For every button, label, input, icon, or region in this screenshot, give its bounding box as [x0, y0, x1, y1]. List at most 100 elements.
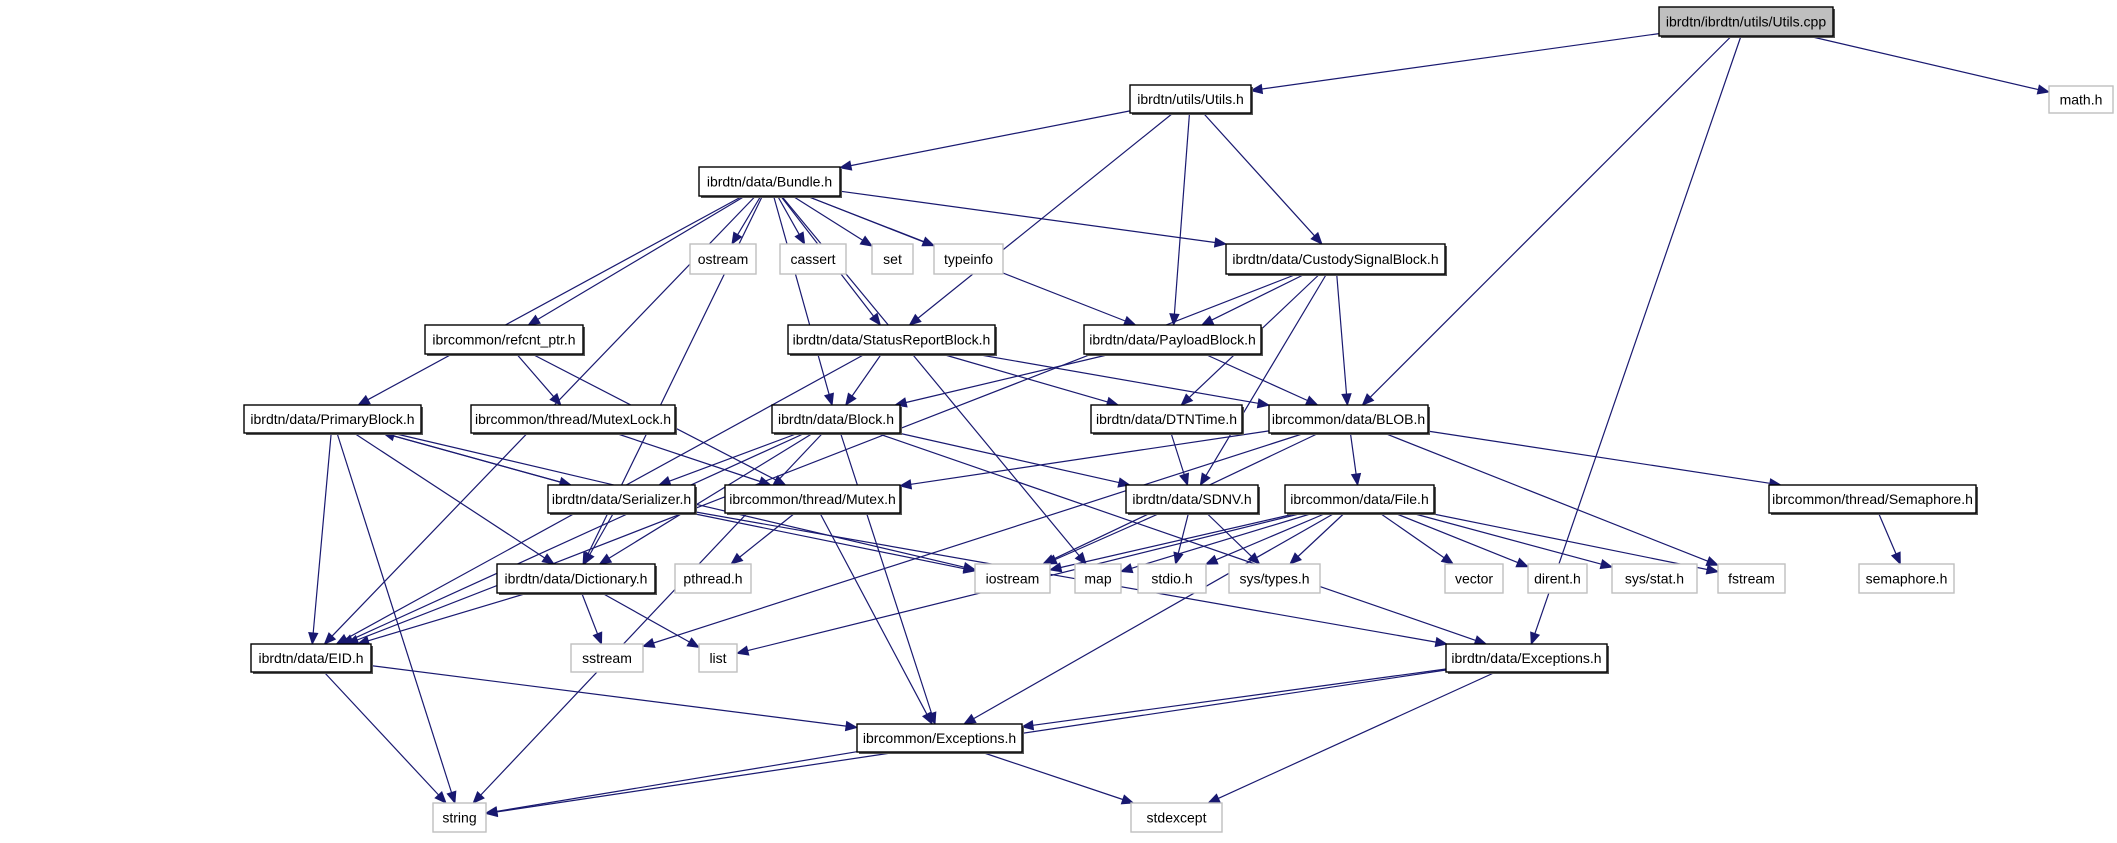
node-refcnt-h[interactable]: ibrcommon/refcnt_ptr.h: [424, 324, 585, 356]
node-systypes-h: sys/types.h: [1228, 563, 1321, 594]
edge-blob_h-to-semaphore_cls_h: [1427, 430, 1783, 489]
edge-sdnv_h-to-iostream: [1043, 512, 1161, 565]
edge-dtn_exceptions_h-to-stdexcept: [1207, 671, 1497, 804]
edge-line: [1204, 353, 1308, 402]
edge-semaphore_cls_h-to-semaphore_h: [1877, 512, 1901, 566]
node-blob-h[interactable]: ibrcommon/data/BLOB.h: [1268, 404, 1430, 435]
arrowhead-icon: [1890, 551, 1901, 566]
node-box: [2048, 85, 2114, 114]
arrowhead-icon: [323, 632, 337, 645]
edge-line: [1877, 512, 1897, 555]
edge-line: [336, 432, 453, 793]
node-stdexcept: stdexcept: [1130, 802, 1223, 833]
edge-line: [1170, 432, 1185, 475]
edge-line: [1428, 512, 1708, 571]
node-box: [787, 324, 996, 355]
node-box: [432, 802, 487, 833]
node-payload-h[interactable]: ibrdtn/data/PayloadBlock.h: [1083, 324, 1263, 356]
node-label: ibrdtn/data/Exceptions.h: [1451, 650, 1601, 666]
arrowhead-icon: [357, 394, 371, 406]
node-label: ibrdtn/data/StatusReportBlock.h: [793, 332, 991, 348]
edge-line: [737, 195, 762, 235]
edge-file_h-to-stdio_h: [1204, 512, 1327, 565]
node-box: [771, 404, 901, 434]
node-utils-h[interactable]: ibrdtn/utils/Utils.h: [1129, 84, 1253, 115]
edge-line: [589, 512, 615, 555]
node-box: [1717, 563, 1786, 594]
node-serializer-h[interactable]: ibrdtn/data/Serializer.h: [547, 484, 697, 515]
node-file-h[interactable]: ibrcommon/data/File.h: [1284, 484, 1436, 515]
node-string: string: [432, 802, 487, 833]
node-dtn-exceptions-h[interactable]: ibrdtn/data/Exceptions.h: [1445, 643, 1609, 674]
node-semaphore-cls-h[interactable]: ibrcommon/thread/Semaphore.h: [1768, 484, 1978, 515]
edge-line: [839, 432, 933, 714]
edge-block_h-to-dictionary_h: [598, 432, 814, 565]
node-label: ibrcommon/thread/Semaphore.h: [1772, 491, 1973, 507]
node-mutexlock-h[interactable]: ibrcommon/thread/MutexLock.h: [470, 404, 677, 435]
node-box: [933, 243, 1004, 275]
node-label: ibrcommon/Exceptions.h: [863, 730, 1016, 746]
edge-custody_h-to-payload_h: [1200, 273, 1306, 326]
edge-line: [876, 432, 1476, 641]
node-box: [1083, 324, 1262, 355]
node-label: ibrdtn/data/CustodySignalBlock.h: [1232, 251, 1438, 267]
edge-line: [393, 435, 572, 486]
node-box: [779, 243, 847, 275]
edge-line: [910, 430, 1270, 485]
edge-payload_h-to-block_h: [894, 353, 1112, 408]
arrowhead-icon: [657, 476, 672, 486]
edge-dtntime_h-to-sdnv_h: [1170, 432, 1190, 487]
edge-payload_h-to-blob_h: [1204, 353, 1319, 406]
node-custody-h[interactable]: ibrdtn/data/CustodySignalBlock.h: [1225, 243, 1447, 276]
edge-common_exceptions_h-to-stdexcept: [981, 751, 1135, 805]
edge-line: [1427, 430, 1770, 484]
node-eid-h[interactable]: ibrdtn/data/EID.h: [250, 643, 373, 674]
node-common-exceptions-h[interactable]: ibrcommon/Exceptions.h: [856, 723, 1024, 754]
node-mutex-h[interactable]: ibrcommon/thread/Mutex.h: [724, 484, 902, 515]
node-box: [974, 563, 1051, 594]
arrowhead-icon: [1199, 472, 1211, 487]
node-sdnv-h[interactable]: ibrdtn/data/SDNV.h: [1125, 484, 1260, 515]
edge-line: [850, 110, 1131, 167]
arrowhead-icon: [1341, 393, 1352, 407]
arrowhead-icon: [1048, 562, 1063, 573]
arrowhead-icon: [527, 314, 541, 326]
node-cassert: cassert: [779, 243, 847, 275]
arrowhead-icon: [1120, 794, 1135, 805]
edge-utils_cpp-to-blob_h: [1361, 35, 1732, 406]
node-bundle-h[interactable]: ibrdtn/data/Bundle.h: [698, 166, 842, 198]
node-dtntime-h[interactable]: ibrdtn/data/DTNTime.h: [1090, 404, 1244, 435]
node-primary-h[interactable]: ibrdtn/data/PrimaryBlock.h: [243, 404, 423, 435]
arrowhead-icon: [823, 392, 834, 407]
arrowhead-icon: [898, 479, 913, 490]
edge-blob_h-to-file_h: [1349, 432, 1362, 487]
edge-utils_cpp-to-math_h: [1808, 35, 2051, 95]
node-label: sstream: [582, 650, 632, 666]
edge-utils_cpp-to-utils_h: [1249, 33, 1660, 95]
node-label: ibrdtn/ibrdtn/utils/Utils.cpp: [1666, 14, 1827, 30]
edge-file_h-to-systypes_h: [1289, 512, 1345, 565]
arrowhead-icon: [472, 791, 485, 804]
edge-line: [1394, 512, 1519, 564]
arrowhead-icon: [794, 231, 806, 246]
edge-line: [974, 353, 1259, 404]
node-block-h[interactable]: ibrdtn/data/Block.h: [771, 404, 902, 435]
arrowhead-icon: [549, 392, 562, 407]
arrowhead-icon: [1200, 315, 1215, 326]
arrowhead-icon: [962, 713, 977, 725]
edge-eid_h-to-string: [323, 671, 447, 804]
edge-line: [581, 592, 599, 635]
edge-line: [1411, 512, 1602, 565]
arrowhead-icon: [1350, 472, 1362, 487]
nodes-layer: ibrdtn/ibrdtn/utils/Utils.cppmath.hibrdt…: [243, 6, 2114, 833]
edge-bundle_h-to-cassert: [777, 195, 806, 246]
node-set: set: [871, 243, 914, 275]
node-status-h[interactable]: ibrdtn/data/StatusReportBlock.h: [787, 324, 997, 356]
node-box: [1090, 404, 1243, 434]
node-utils-cpp[interactable]: ibrdtn/ibrdtn/utils/Utils.cpp: [1658, 6, 1835, 38]
node-label: stdexcept: [1147, 810, 1207, 826]
arrowhead-icon: [583, 551, 595, 566]
node-label: string: [442, 810, 476, 826]
node-dictionary-h[interactable]: ibrdtn/data/Dictionary.h: [496, 563, 657, 595]
edge-line: [941, 353, 1108, 403]
